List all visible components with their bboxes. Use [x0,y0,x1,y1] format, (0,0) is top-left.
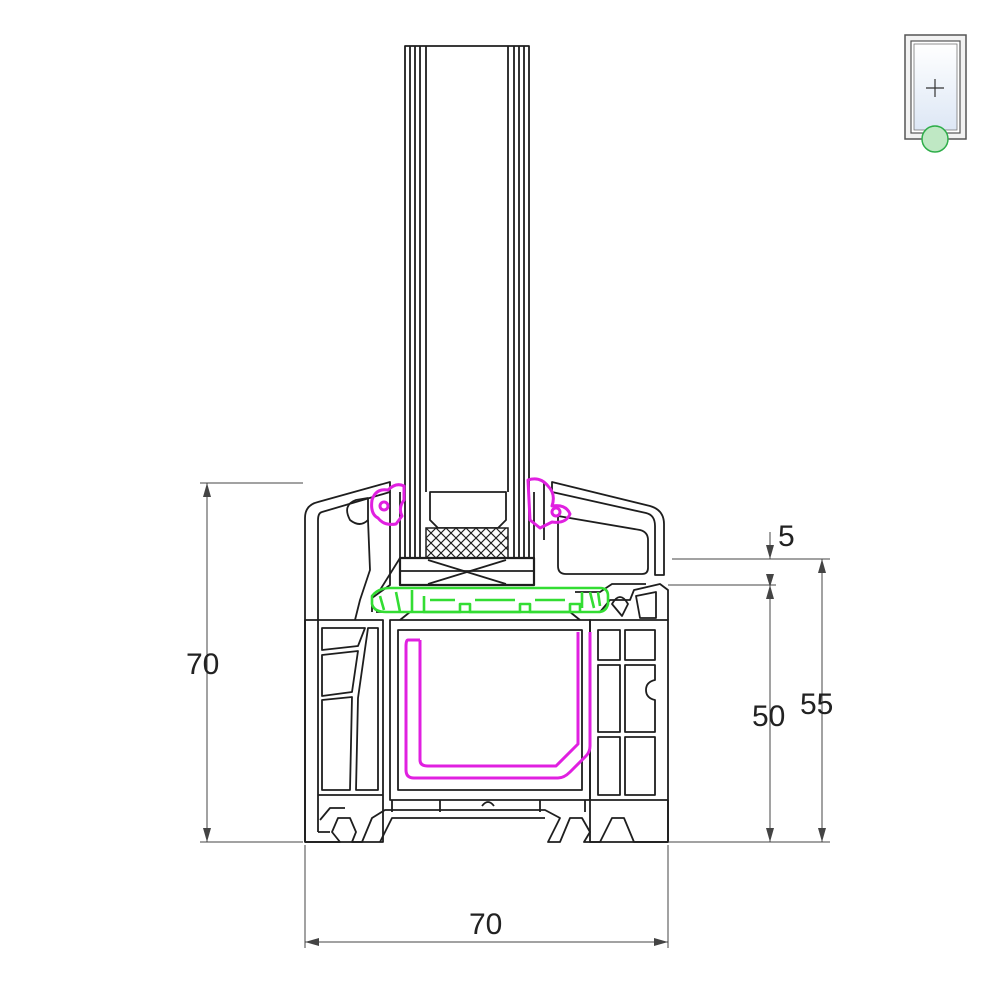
dimension-height-50: 50 [668,584,785,843]
sealant-hatch [425,527,509,559]
gaskets [370,477,592,780]
glazing-block [398,556,536,587]
dimension-offset-5: 5 [766,520,795,587]
window-locator-icon [904,34,967,153]
section-marker-icon [921,125,949,153]
dim-label-rebate-height: 50 [752,700,785,733]
plus-icon [926,79,944,97]
glazing-bead [370,586,610,614]
dimension-height-55: 55 [672,558,833,843]
dim-label-frame-width: 70 [469,908,502,941]
dimension-height-70: 70 [186,482,303,843]
dimension-width-70: 70 [304,845,669,948]
dim-label-frame-height: 70 [186,648,219,681]
dim-label-offset: 5 [778,520,795,553]
dim-label-overall-rebate: 55 [800,688,833,721]
glass-unit [404,45,530,559]
